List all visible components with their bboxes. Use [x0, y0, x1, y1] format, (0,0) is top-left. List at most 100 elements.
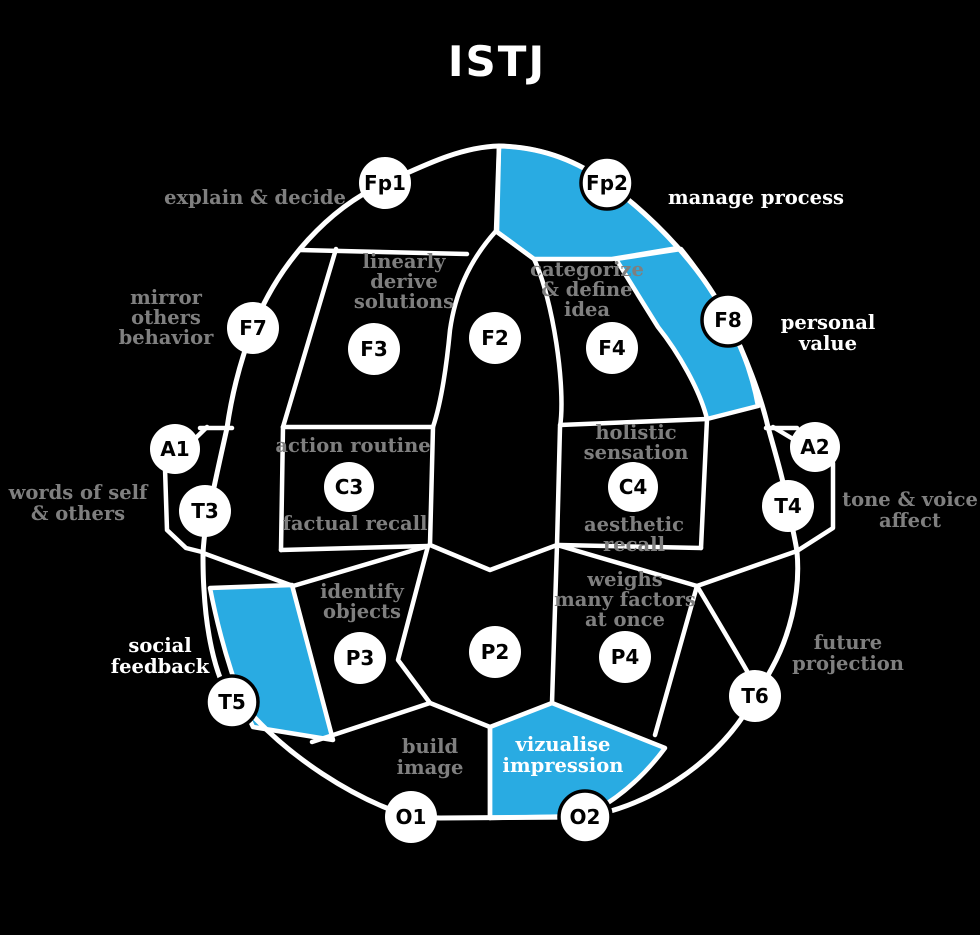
electrode-o2-label: O2 — [570, 805, 601, 829]
label-mirror-others-behavior-3: behavior — [119, 326, 215, 349]
label-categorize-define-idea-3: idea — [564, 298, 610, 321]
electrode-p2-circle — [469, 626, 521, 678]
electrode-f4-label: F4 — [598, 336, 626, 360]
head-outline — [200, 143, 801, 821]
label-build-image-2: image — [397, 756, 464, 779]
label-linearly-derive-solutions-1: linearly — [362, 250, 446, 273]
electrode-a1-circle — [150, 424, 200, 474]
electrode-c3-label: C3 — [335, 475, 364, 499]
electrode-o1: O1 — [385, 791, 437, 843]
electrode-t4-circle — [762, 480, 814, 532]
label-vizualise-impression-1: vizualise — [515, 733, 611, 756]
p3-top-edge — [290, 543, 431, 589]
right-temporal-connector — [694, 548, 800, 589]
electrode-f7-circle — [227, 302, 279, 354]
electrode-f4: F4 — [586, 322, 638, 374]
central-column — [427, 228, 564, 573]
label-mirror-others-behavior-2: others — [131, 306, 201, 329]
label-action-routine: action routine — [275, 434, 430, 457]
c3-left-edge — [278, 424, 286, 553]
electrode-f7-label: F7 — [239, 316, 267, 340]
p2-right-edge — [549, 542, 560, 706]
electrode-f3-circle — [348, 323, 400, 375]
crown-divider — [493, 143, 502, 234]
electrode-f3: F3 — [348, 323, 400, 375]
label-factual-recall: factual recall — [283, 512, 428, 535]
electrode-c3-circle — [324, 462, 374, 512]
electrode-a2-label: A2 — [800, 435, 829, 459]
electrode-c4-label: C4 — [619, 475, 648, 499]
electrode-t4-label: T4 — [774, 494, 802, 518]
electrode-t3-label: T3 — [191, 499, 219, 523]
label-identify-objects-2: objects — [323, 600, 401, 623]
p4-right-edge — [652, 583, 700, 738]
label-words-of-self-1: words of self — [8, 481, 149, 504]
electrode-t5-label: T5 — [218, 690, 246, 714]
label-tone-voice-affect-2: affect — [879, 509, 941, 532]
electrode-f8-circle — [700, 292, 756, 348]
electrode-p4: P4 — [599, 631, 651, 683]
electrode-fp2: Fp2 — [579, 155, 635, 211]
p2-left-edge — [395, 543, 433, 706]
frontal-top-left-line — [297, 247, 470, 257]
label-weighs-many-factors-2: many factors — [554, 588, 696, 611]
electrode-f2: F2 — [469, 312, 521, 364]
electrode-f3-label: F3 — [360, 337, 388, 361]
function-labels: explain & decide manage process mirror o… — [8, 186, 978, 779]
electrode-fp1: Fp1 — [359, 157, 411, 209]
label-future-projection-2: projection — [792, 652, 904, 675]
label-categorize-define-idea-2: & define — [541, 278, 632, 301]
p4-top-edge — [554, 542, 700, 589]
label-personal-value-1: personal — [781, 311, 876, 334]
c3-bottom-edge — [278, 543, 431, 553]
electrode-t6-circle — [729, 670, 781, 722]
label-mirror-others-behavior-1: mirror — [130, 286, 203, 309]
label-aesthetic-recall-1: aesthetic — [584, 513, 684, 536]
electrode-f2-label: F2 — [481, 326, 509, 350]
label-build-image-1: build — [402, 735, 459, 758]
label-linearly-derive-solutions-3: solutions — [354, 290, 454, 313]
electrode-f2-circle — [469, 312, 521, 364]
label-identify-objects-1: identify — [320, 580, 404, 603]
label-linearly-derive-solutions-2: derive — [370, 270, 437, 293]
electrode-p4-label: P4 — [611, 645, 640, 669]
electrode-p3: P3 — [334, 632, 386, 684]
label-words-of-self-2: & others — [31, 502, 125, 525]
label-manage-process: manage process — [668, 186, 844, 209]
label-future-projection-1: future — [814, 631, 882, 654]
label-explain-and-decide: explain & decide — [164, 186, 346, 209]
electrode-t5-circle — [204, 674, 260, 730]
label-vizualise-impression-2: impression — [503, 754, 624, 777]
electrode-t3-circle — [179, 485, 231, 537]
label-holistic-sensation-2: sensation — [584, 441, 689, 464]
electrode-t6: T6 — [729, 670, 781, 722]
electrode-o1-label: O1 — [396, 805, 427, 829]
electrode-a1-label: A1 — [160, 437, 189, 461]
electrode-p2: P2 — [469, 626, 521, 678]
label-holistic-sensation-1: holistic — [595, 421, 676, 444]
label-weighs-many-factors-3: at once — [585, 608, 665, 631]
label-weighs-many-factors-1: weighs — [586, 568, 662, 591]
electrode-p4-circle — [599, 631, 651, 683]
electrode-p3-circle — [334, 632, 386, 684]
electrode-o2: O2 — [557, 789, 613, 845]
electrode-c4: C4 — [608, 462, 658, 512]
electrode-t4: T4 — [762, 480, 814, 532]
label-categorize-define-idea-1: categorize — [530, 258, 644, 281]
electrodes: Fp1 Fp2 F7 F3 F2 F4 F8 A1 — [150, 155, 840, 845]
c4-right-edge — [698, 416, 710, 551]
electrode-f7: F7 — [227, 302, 279, 354]
electrode-fp1-circle — [359, 157, 411, 209]
electrode-fp2-label: Fp2 — [586, 171, 628, 195]
electrode-o2-circle — [557, 789, 613, 845]
electrode-a2: A2 — [790, 422, 840, 472]
region-boundaries — [200, 143, 800, 821]
electrode-a1: A1 — [150, 424, 200, 474]
electrode-t5: T5 — [204, 674, 260, 730]
electrode-f8: F8 — [700, 292, 756, 348]
f3-left-edge — [280, 246, 339, 430]
electrode-p3-label: P3 — [346, 646, 375, 670]
electrode-p2-label: P2 — [481, 640, 510, 664]
electrode-f8-label: F8 — [714, 308, 742, 332]
